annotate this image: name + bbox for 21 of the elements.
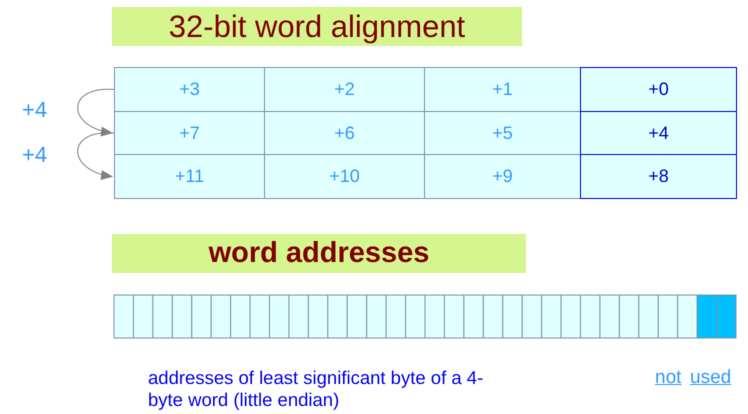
used-link: used [690, 367, 732, 389]
byte-offset-cell: +1 [424, 67, 581, 112]
byte-offset-cell: +9 [424, 154, 581, 199]
note-text: addresses of least significant byte of a 4-byte word (little endian) [148, 367, 484, 411]
byte-offset-cell: +6 [264, 111, 425, 155]
byte-offset-cell: +3 [114, 67, 265, 112]
word-address-cell: +8 [580, 154, 737, 199]
title-banner: word addresses [112, 234, 526, 273]
curved-arrow [77, 88, 114, 136]
word-address-cell: +4 [580, 111, 737, 155]
word-address-cell: +0 [580, 67, 737, 112]
byte-offset-cell: +11 [114, 154, 265, 199]
edge-label: +4 [22, 97, 48, 123]
byte-offset-cell: +2 [264, 67, 425, 112]
edge-label: +4 [22, 142, 48, 168]
title-banner: 32-bit word alignment [112, 7, 522, 46]
byte-offset-cell: +5 [424, 111, 581, 155]
curved-arrow [77, 132, 114, 180]
not-link: not [655, 367, 682, 389]
byte-offset-cell: +7 [114, 111, 265, 155]
byte-offset-cell: +10 [264, 154, 425, 199]
